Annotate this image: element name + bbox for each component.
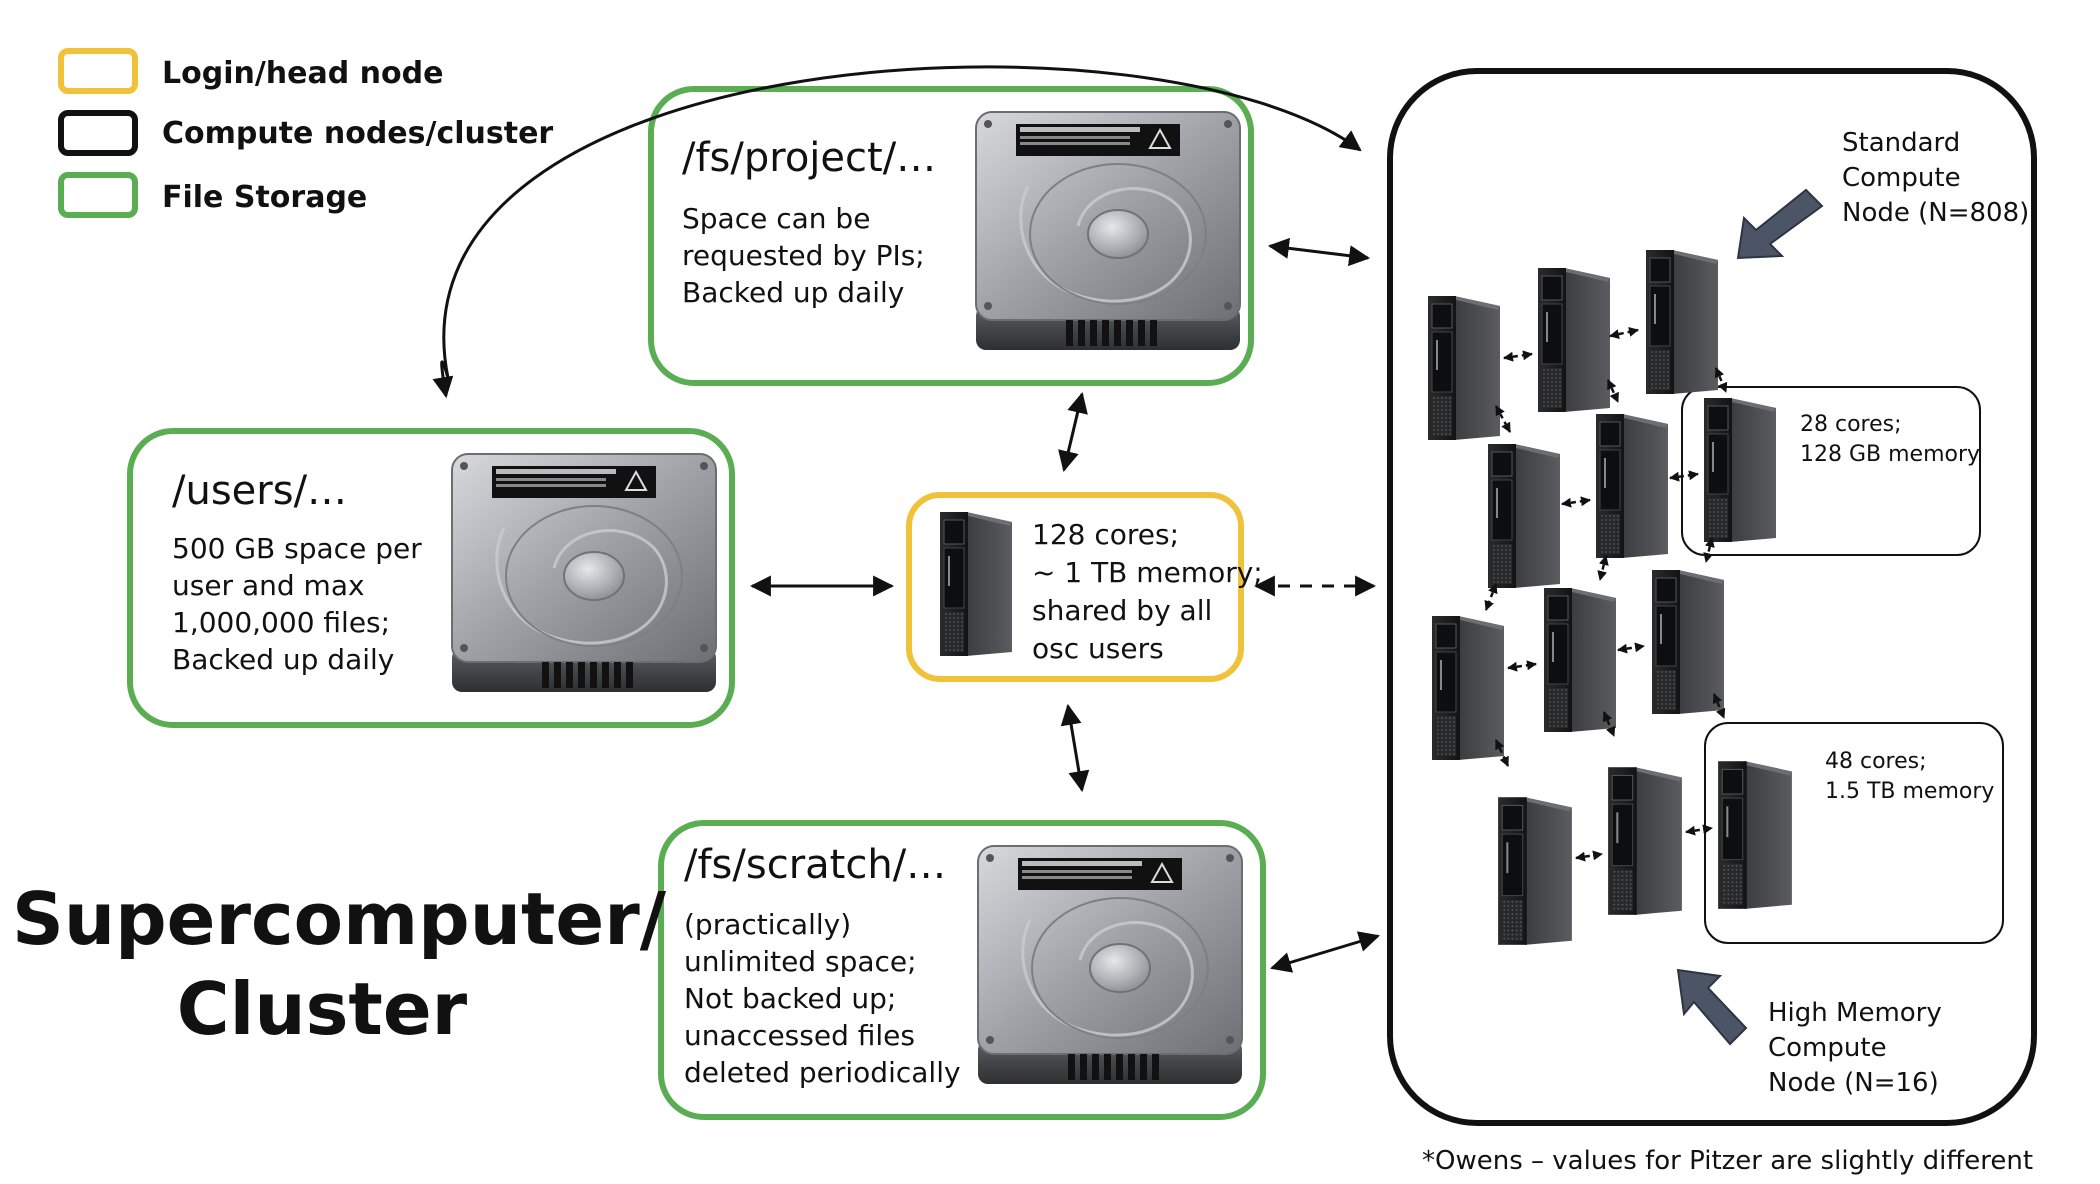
diagram-title: Supercomputer/Cluster <box>12 877 667 1051</box>
legend-label-login: Login/head node <box>162 56 444 91</box>
footnote: *Owens – values for Pitzer are slightly … <box>1422 1146 2034 1176</box>
legend-swatch-compute <box>58 110 138 156</box>
legend-label-storage: File Storage <box>162 180 368 215</box>
scratch-description: (practically)unlimited space;Not backed … <box>684 908 961 1089</box>
legend-label-compute: Compute nodes/cluster <box>162 116 554 151</box>
scratch-path-title: /fs/scratch/… <box>684 842 947 888</box>
project-path-title: /fs/project/… <box>682 135 937 181</box>
legend-swatch-storage <box>58 172 138 218</box>
users-path-title: /users/… <box>172 468 348 514</box>
standard-node-specs: 28 cores;128 GB memory <box>1800 412 1981 467</box>
highmem-node-specs: 48 cores;1.5 TB memory <box>1825 749 1995 804</box>
legend-swatch-login <box>58 48 138 94</box>
